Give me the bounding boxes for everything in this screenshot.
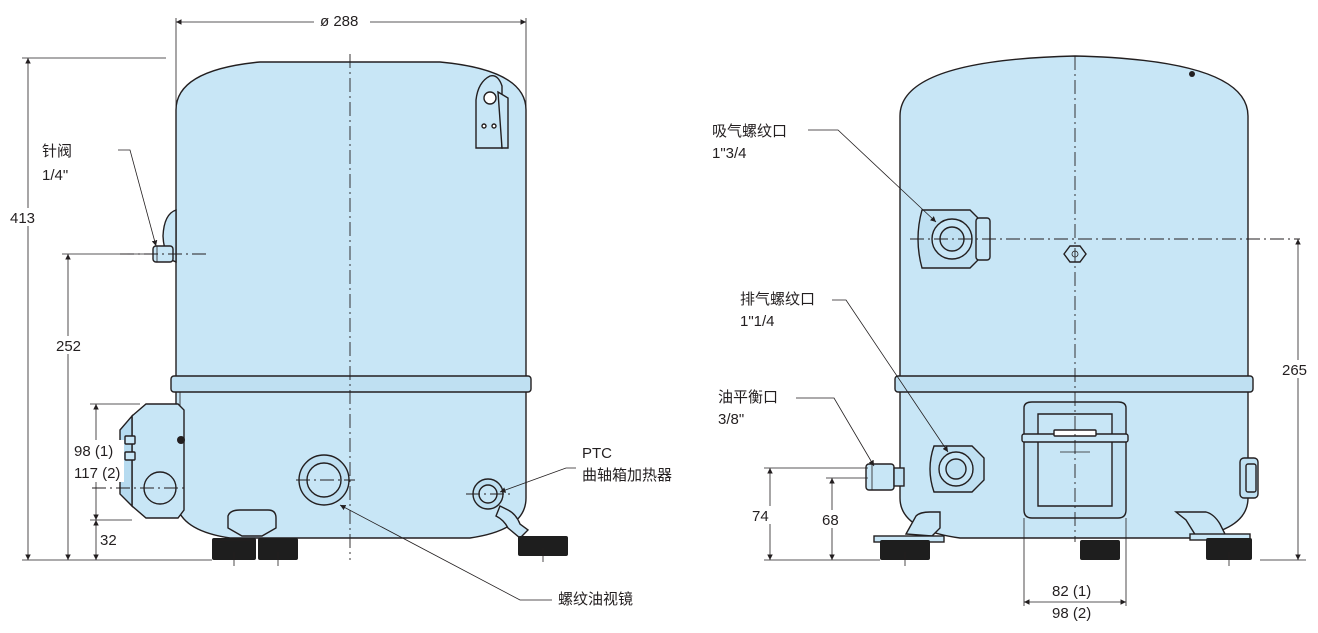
ptc-label: PTC xyxy=(582,445,612,462)
left-lifting-lug xyxy=(475,75,509,149)
left-foot-grommet-3 xyxy=(518,536,568,556)
right-side-boss xyxy=(1239,457,1259,499)
dim-box-2-label: 117 (2) xyxy=(74,465,120,482)
oil-eq-label: 油平衡口 xyxy=(718,389,778,406)
right-shell xyxy=(899,55,1249,539)
dim-bottom-label: 32 xyxy=(100,532,117,549)
dim-265-label: 265 xyxy=(1282,362,1307,379)
callout-sight-glass: 螺纹油视镜 xyxy=(339,504,633,608)
right-feet xyxy=(873,511,1252,566)
right-foot-grommet-2 xyxy=(1080,540,1120,560)
right-view: 265 74 68 82 (1) 98 (2) 吸气螺纹口 1"3 xyxy=(712,55,1312,622)
ptc-heater xyxy=(466,478,510,510)
dim-diameter: ø 288 xyxy=(175,10,527,110)
dim-74: 74 xyxy=(750,467,880,561)
oil-sight-glass xyxy=(296,454,355,506)
dim-diameter-label: ø 288 xyxy=(320,13,358,30)
dim-265: 265 xyxy=(1260,239,1312,561)
right-foot-grommet-3 xyxy=(1206,538,1252,560)
right-weld-band xyxy=(894,375,1254,393)
dim-height: 413 xyxy=(6,57,212,561)
suction-label: 吸气螺纹口 xyxy=(712,123,787,140)
dim-74-label: 74 xyxy=(752,508,769,525)
left-foot-grommet-1 xyxy=(212,538,256,560)
oil-equalization-port xyxy=(865,463,905,491)
needle-valve-label: 针阀 xyxy=(42,143,72,160)
dim-width-2-label: 98 (2) xyxy=(1052,605,1091,622)
dim-68: 68 xyxy=(820,477,868,560)
dim-box-1-label: 98 (1) xyxy=(74,443,113,460)
discharge-label: 排气螺纹口 xyxy=(740,291,815,308)
dim-width: 82 (1) 98 (2) xyxy=(1023,518,1127,622)
callout-suction: 吸气螺纹口 1"3/4 xyxy=(712,123,937,223)
dim-width-1-label: 82 (1) xyxy=(1052,583,1091,600)
terminal-box xyxy=(92,403,188,519)
sight-glass-label: 螺纹油视镜 xyxy=(558,590,633,608)
suction-fitting xyxy=(917,209,991,269)
callout-discharge: 排气螺纹口 1"1/4 xyxy=(740,291,949,453)
dim-valve-height: 252 xyxy=(52,253,150,560)
dim-valve-height-label: 252 xyxy=(56,338,81,355)
dim-box-height: 98 (1) 117 (2) xyxy=(72,403,140,520)
discharge-fitting xyxy=(929,445,985,493)
left-foot-grommet-2 xyxy=(258,538,298,560)
terminal-box-front xyxy=(1021,401,1129,519)
callout-oil-eq: 油平衡口 3/8" xyxy=(718,389,875,467)
suction-size: 1"3/4 xyxy=(712,145,747,162)
dim-bottom: 32 xyxy=(90,519,132,560)
left-shell xyxy=(175,61,527,539)
left-feet xyxy=(212,505,568,566)
dim-68-label: 68 xyxy=(822,512,839,529)
right-foot-grommet-1 xyxy=(880,540,930,560)
oil-eq-size: 3/8" xyxy=(718,411,744,428)
needle-valve-size: 1/4" xyxy=(42,167,68,184)
callout-ptc: PTC 曲轴箱加热器 xyxy=(499,445,672,493)
left-view: ø 288 413 252 98 (1) 117 (2) xyxy=(6,10,672,608)
left-weld-band xyxy=(170,375,532,393)
callout-needle-valve: 针阀 1/4" xyxy=(42,143,158,247)
discharge-size: 1"1/4 xyxy=(740,313,775,330)
ptc-heater-label: 曲轴箱加热器 xyxy=(582,467,672,484)
dim-height-label: 413 xyxy=(10,210,35,227)
